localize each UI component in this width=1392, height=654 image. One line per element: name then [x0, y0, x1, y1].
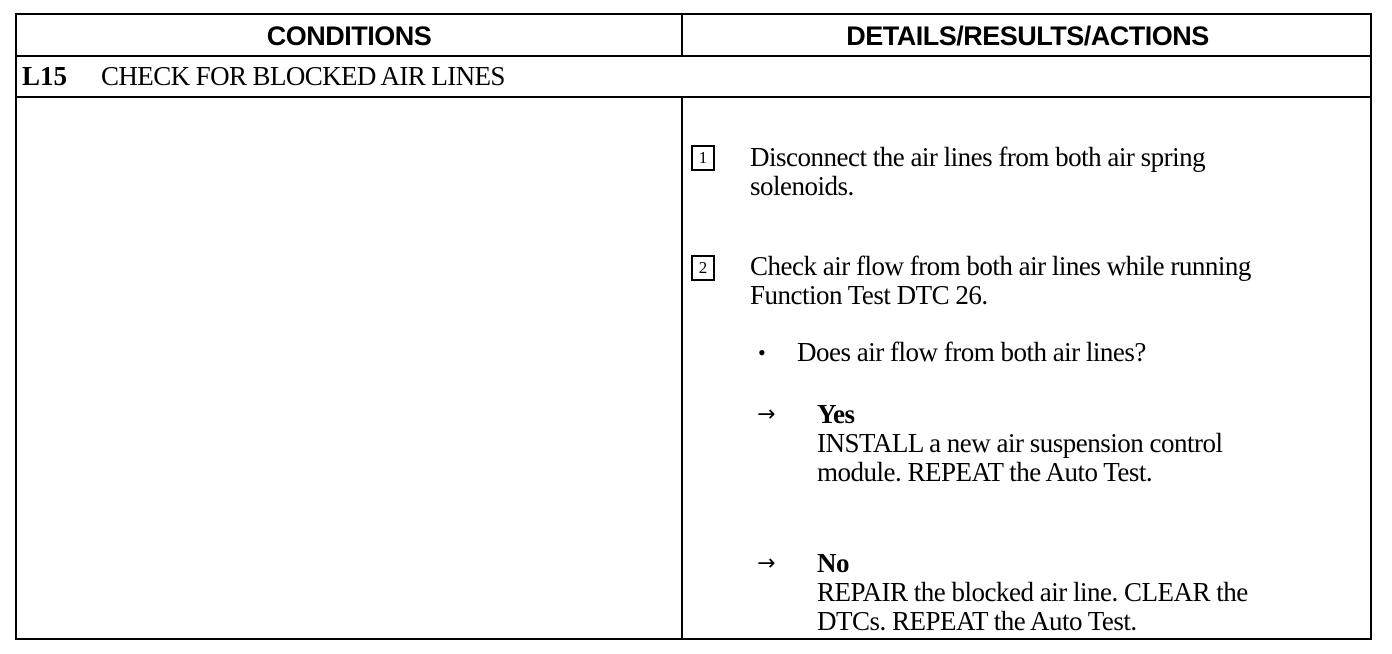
details-header: DETAILS/RESULTS/ACTIONS: [846, 21, 1209, 51]
answer-yes-text: module. REPEAT the Auto Test.: [817, 457, 1153, 487]
section-id: L15: [22, 61, 68, 91]
details-cell: 1 Disconnect the air lines from both air…: [683, 98, 1372, 640]
conditions-header: CONDITIONS: [266, 21, 432, 51]
section-row: L15 CHECK FOR BLOCKED AIR LINES: [17, 57, 1370, 98]
answer-no-text: DTCs. REPEAT the Auto Test.: [817, 606, 1137, 636]
bullet-icon: •: [758, 340, 766, 365]
arrow-right-icon: →: [757, 402, 776, 427]
step-text: Disconnect the air lines from both air s…: [750, 142, 1206, 172]
column-divider: [681, 15, 683, 55]
answer-yes-text: INSTALL a new air suspension control: [817, 428, 1223, 458]
section-title: CHECK FOR BLOCKED AIR LINES: [101, 61, 505, 91]
answer-no-label: No: [817, 548, 850, 578]
column-divider: [681, 98, 683, 640]
diagnostic-table: CONDITIONS DETAILS/RESULTS/ACTIONS L15 C…: [15, 13, 1372, 640]
question-text: Does air flow from both air lines?: [797, 337, 1146, 367]
step-text: Check air flow from both air lines while…: [750, 251, 1251, 281]
header-row: CONDITIONS DETAILS/RESULTS/ACTIONS: [17, 15, 1370, 57]
answer-yes-label: Yes: [817, 399, 855, 429]
step-text: solenoids.: [750, 171, 854, 201]
conditions-cell: [17, 98, 681, 640]
step-number-box: 1: [691, 145, 715, 171]
arrow-right-icon: →: [757, 551, 776, 576]
step-number-box: 2: [691, 255, 715, 281]
step-text: Function Test DTC 26.: [750, 280, 988, 310]
answer-no-text: REPAIR the blocked air line. CLEAR the: [817, 577, 1248, 607]
